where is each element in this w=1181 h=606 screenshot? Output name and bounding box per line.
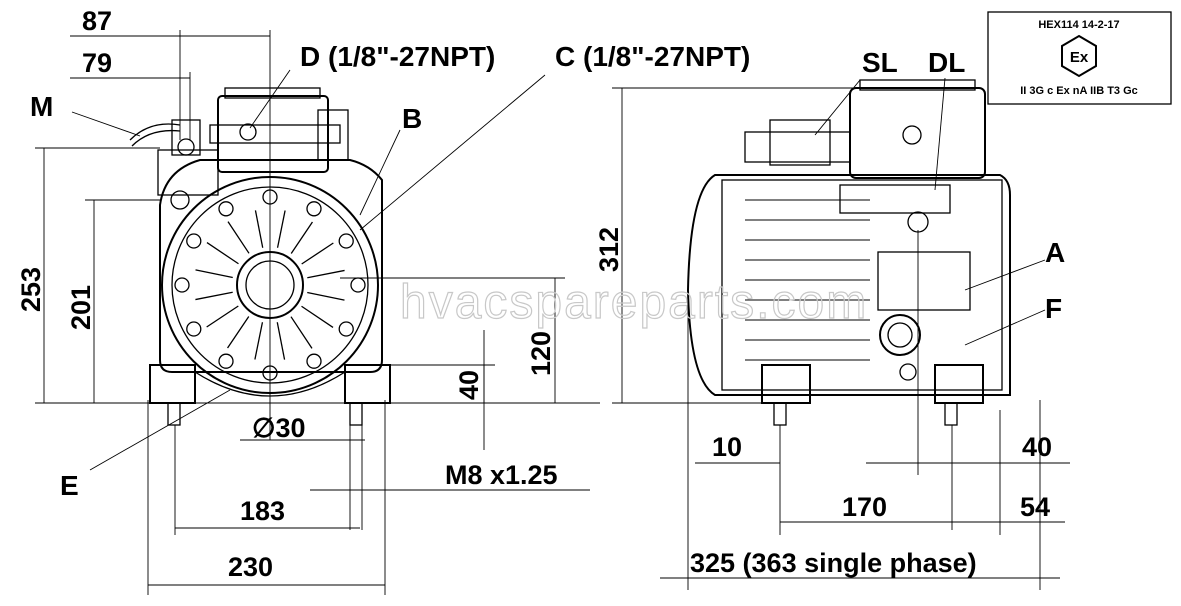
- side-view: [686, 79, 1011, 426]
- label-d: D (1/8"-27NPT): [300, 41, 495, 72]
- rib: [195, 269, 233, 279]
- dim-54: 54: [1020, 492, 1050, 522]
- rib: [254, 210, 264, 248]
- rib: [227, 316, 250, 349]
- rib: [206, 242, 239, 265]
- bolt: [174, 277, 190, 293]
- front-dimension-lines: [35, 30, 600, 595]
- dim-79: 79: [82, 48, 112, 78]
- dim-40-vertical: 40: [454, 370, 484, 400]
- rib: [301, 305, 334, 328]
- rib: [227, 221, 250, 254]
- certificate-box: HEX114 14-2-17 Ex II 3G c Ex nA IIB T3 G…: [987, 11, 1172, 105]
- ex-hexagon-icon: [1061, 34, 1097, 78]
- bell-ribs: [195, 210, 345, 360]
- rib: [206, 305, 239, 328]
- side-dimension-lines: [612, 77, 1070, 590]
- bolt: [218, 201, 234, 217]
- dim-253: 253: [16, 267, 46, 312]
- ex-symbol: Ex: [1070, 49, 1089, 66]
- rib: [301, 242, 334, 265]
- label-a: A: [1045, 237, 1065, 268]
- label-b: B: [402, 103, 422, 134]
- dim-201: 201: [66, 285, 96, 330]
- rib: [254, 322, 264, 360]
- rib: [290, 221, 313, 254]
- bolt: [350, 277, 366, 293]
- dim-10: 10: [712, 432, 742, 462]
- dim-diameter-30: ∅30: [252, 413, 306, 443]
- dim-87: 87: [82, 6, 112, 36]
- bolt: [338, 321, 354, 337]
- rib: [276, 210, 286, 248]
- dim-312: 312: [594, 227, 624, 272]
- rib: [195, 291, 233, 301]
- rib: [276, 322, 286, 360]
- rib: [307, 269, 345, 279]
- label-dl: DL: [928, 47, 965, 78]
- label-c: C (1/8"-27NPT): [555, 41, 750, 72]
- bolt: [306, 353, 322, 369]
- front-view: [129, 87, 391, 426]
- dim-thread: M8 x1.25: [445, 460, 558, 490]
- watermark: hvacspareparts.com: [400, 276, 868, 329]
- dim-183: 183: [240, 496, 285, 526]
- rib: [307, 291, 345, 301]
- dim-230: 230: [228, 552, 273, 582]
- dim-325: 325 (363 single phase): [690, 548, 977, 578]
- bolt: [218, 353, 234, 369]
- bolt: [338, 233, 354, 249]
- dim-120: 120: [526, 331, 556, 376]
- bolt: [186, 233, 202, 249]
- certificate-code: HEX114 14-2-17: [1038, 19, 1119, 31]
- label-f: F: [1045, 293, 1062, 324]
- rib: [290, 316, 313, 349]
- dim-170: 170: [842, 492, 887, 522]
- dim-40-horizontal: 40: [1022, 432, 1052, 462]
- certificate-marking: II 3G c Ex nA IIB T3 Gc: [1020, 85, 1138, 97]
- bolt: [306, 201, 322, 217]
- label-e: E: [60, 470, 79, 501]
- label-m: M: [30, 91, 53, 122]
- label-sl: SL: [862, 47, 898, 78]
- bolt: [186, 321, 202, 337]
- cooling-fins: [745, 199, 870, 361]
